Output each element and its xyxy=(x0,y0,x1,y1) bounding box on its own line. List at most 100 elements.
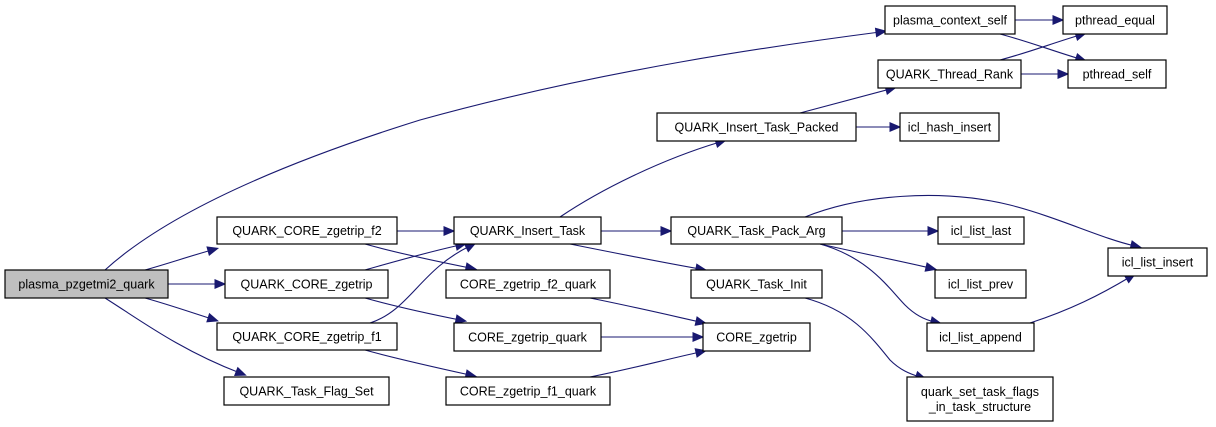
node-box[interactable] xyxy=(223,376,390,406)
edge-qtpa-to-ila xyxy=(819,243,943,326)
edge-pcs-to-pts xyxy=(999,33,1087,63)
edge-line xyxy=(819,243,931,269)
edge-line xyxy=(364,243,471,269)
node-pthread-self[interactable]: pthread_self xyxy=(1067,59,1167,89)
node-box[interactable] xyxy=(670,216,843,245)
edge-qit-to-qitp xyxy=(559,138,727,218)
edge-qtr-to-pte xyxy=(999,31,1087,61)
node-label: CORE_zgetrip xyxy=(716,331,797,345)
node-label: pthread_self xyxy=(1083,68,1152,82)
edge-line xyxy=(999,34,1081,61)
arrowhead-icon xyxy=(206,246,220,256)
edge-line xyxy=(364,244,461,271)
node-core-zgetrip[interactable]: CORE_zgetrip xyxy=(702,322,811,352)
node-quark-set-task-flags-in-task-structure[interactable]: quark_set_task_flags_in_task_structure xyxy=(906,376,1054,422)
edge-qtpa-to-ill xyxy=(842,226,940,236)
edge-line xyxy=(144,249,213,271)
arrowhead-icon xyxy=(454,314,468,324)
node-label: plasma_context_self xyxy=(893,14,1007,28)
edge-ila-to-ili xyxy=(1029,273,1137,324)
node-label: QUARK_Task_Pack_Arg xyxy=(687,224,825,238)
edge-qtr-to-pts xyxy=(1021,69,1070,79)
edge-qitp-to-ihi xyxy=(856,122,902,132)
node-box[interactable] xyxy=(937,216,1025,245)
node-icl-list-append[interactable]: icl_list_append xyxy=(926,322,1035,352)
node-box[interactable] xyxy=(4,269,169,299)
node-core-zgetrip-quark[interactable]: CORE_zgetrip_quark xyxy=(453,322,602,352)
node-icl-list-last[interactable]: icl_list_last xyxy=(937,216,1025,245)
node-label: quark_set_task_flags xyxy=(921,385,1039,399)
node-box[interactable] xyxy=(453,216,602,245)
node-box[interactable] xyxy=(1107,247,1208,277)
node-quark-insert-task-packed[interactable]: QUARK_Insert_Task_Packed xyxy=(656,112,857,142)
edges-layer xyxy=(104,15,1143,381)
node-box[interactable] xyxy=(1062,5,1168,35)
node-plasma-pzgetmi2-quark[interactable]: plasma_pzgetmi2_quark xyxy=(4,269,169,299)
node-quark-core-zgetrip[interactable]: QUARK_CORE_zgetrip xyxy=(224,269,389,299)
node-label: QUARK_Insert_Task xyxy=(470,224,586,238)
node-box[interactable] xyxy=(906,376,1054,422)
node-label: QUARK_Insert_Task_Packed xyxy=(675,121,839,135)
edge-line xyxy=(804,297,921,378)
node-label: icl_hash_insert xyxy=(908,121,992,135)
node-quark-task-flag-set[interactable]: QUARK_Task_Flag_Set xyxy=(223,376,390,406)
node-box[interactable] xyxy=(216,216,398,245)
node-box[interactable] xyxy=(1067,59,1167,89)
arrowhead-icon xyxy=(889,122,902,132)
edge-qcz_f1-to-cz_f1q xyxy=(364,349,478,379)
edge-line xyxy=(799,88,891,114)
edge-pcs-to-pte xyxy=(1015,15,1065,25)
node-pthread-equal[interactable]: pthread_equal xyxy=(1062,5,1168,35)
edge-line xyxy=(559,141,721,218)
node-box[interactable] xyxy=(926,322,1035,352)
node-label: QUARK_CORE_zgetrip xyxy=(241,278,373,292)
node-label: QUARK_Thread_Rank xyxy=(886,68,1014,82)
node-box[interactable] xyxy=(702,322,811,352)
node-label: QUARK_CORE_zgetrip_f2 xyxy=(232,224,381,238)
edge-line xyxy=(369,245,471,324)
edge-line xyxy=(104,31,881,271)
node-quark-task-pack-arg[interactable]: QUARK_Task_Pack_Arg xyxy=(670,216,843,245)
node-box[interactable] xyxy=(453,322,602,352)
node-label: icl_list_prev xyxy=(948,278,1014,292)
arrowhead-icon xyxy=(1052,15,1065,25)
node-core-zgetrip-f2-quark[interactable]: CORE_zgetrip_f2_quark xyxy=(445,269,611,299)
node-quark-thread-rank[interactable]: QUARK_Thread_Rank xyxy=(877,59,1022,89)
node-label: CORE_zgetrip_quark xyxy=(468,331,588,345)
node-icl-list-prev[interactable]: icl_list_prev xyxy=(934,269,1027,299)
edge-qti-to-qstf xyxy=(804,297,927,381)
nodes-layer: plasma_pzgetmi2_quarkQUARK_CORE_zgetrip_… xyxy=(4,5,1208,422)
node-box[interactable] xyxy=(224,269,389,299)
node-box[interactable] xyxy=(656,112,857,142)
node-icl-hash-insert[interactable]: icl_hash_insert xyxy=(899,112,1000,142)
node-label: QUARK_Task_Flag_Set xyxy=(239,385,374,399)
node-box[interactable] xyxy=(884,5,1016,35)
node-box[interactable] xyxy=(445,269,611,299)
node-box[interactable] xyxy=(216,322,398,351)
node-quark-core-zgetrip-f1[interactable]: QUARK_CORE_zgetrip_f1 xyxy=(216,322,398,351)
node-box[interactable] xyxy=(899,112,1000,142)
edge-line xyxy=(1029,276,1131,324)
edge-czq-to-cz xyxy=(601,332,705,342)
node-label: plasma_pzgetmi2_quark xyxy=(18,278,155,292)
arrowhead-icon xyxy=(234,366,247,376)
edge-qit-to-qtpa xyxy=(601,226,673,236)
node-label: QUARK_Task_Init xyxy=(706,278,807,292)
edge-line xyxy=(364,297,461,321)
node-box[interactable] xyxy=(934,269,1027,299)
node-icl-list-insert[interactable]: icl_list_insert xyxy=(1107,247,1208,277)
node-label: icl_list_last xyxy=(951,224,1012,238)
edge-qitp-to-qtr xyxy=(799,85,898,114)
node-quark-core-zgetrip-f2[interactable]: QUARK_CORE_zgetrip_f2 xyxy=(216,216,398,245)
node-plasma-context-self[interactable]: plasma_context_self xyxy=(884,5,1016,35)
node-box[interactable] xyxy=(690,269,823,299)
node-quark-insert-task[interactable]: QUARK_Insert_Task xyxy=(453,216,602,245)
edge-line xyxy=(804,194,1136,247)
node-box[interactable] xyxy=(445,376,611,406)
node-box[interactable] xyxy=(877,59,1022,89)
edge-line xyxy=(104,297,241,374)
node-quark-task-init[interactable]: QUARK_Task_Init xyxy=(690,269,823,299)
arrowhead-icon xyxy=(874,27,888,38)
node-core-zgetrip-f1-quark[interactable]: CORE_zgetrip_f1_quark xyxy=(445,376,611,406)
